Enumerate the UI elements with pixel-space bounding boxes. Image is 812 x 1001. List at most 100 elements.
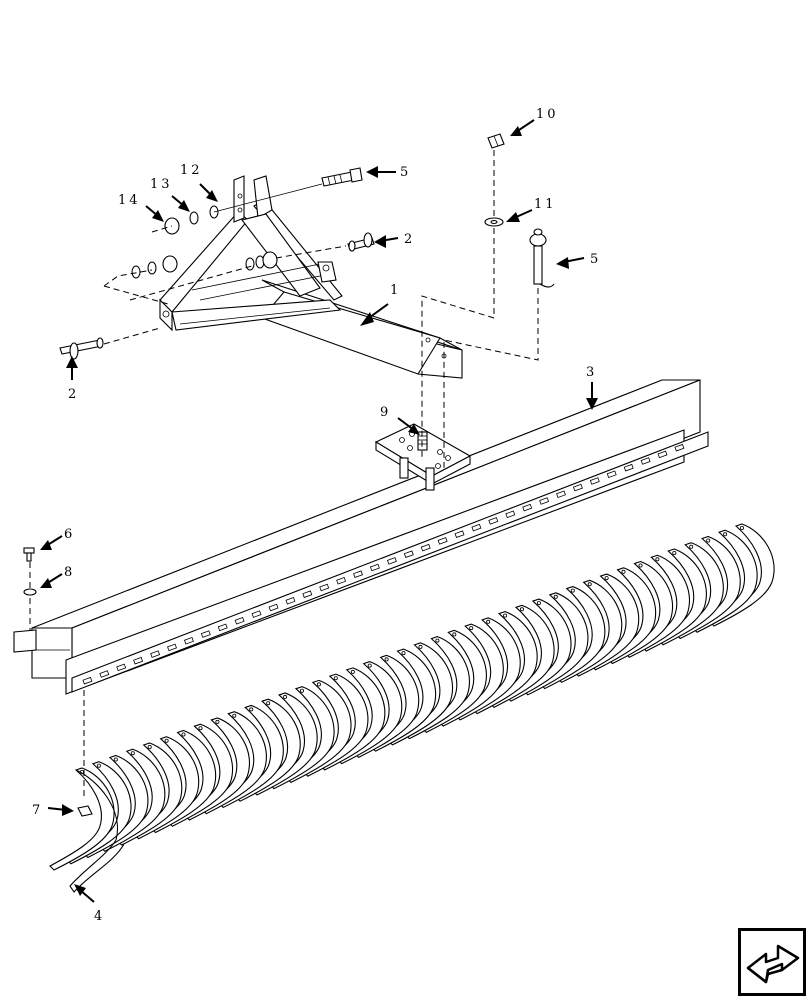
callout-1: 1 [390,283,401,298]
rake-tine [556,579,623,683]
tine-bolt-hole [452,632,457,637]
beam-slot [403,550,414,558]
rake-tine-end [69,769,125,893]
tine-bolt-hole [367,663,372,668]
beam-slot [606,470,617,479]
rake-tine [235,698,301,802]
rake-tine [387,642,453,746]
carriage-bolt [23,547,35,562]
rake-tine [302,673,369,777]
callout-10: 10 [536,107,559,122]
rake-tine [675,535,741,640]
rake-tine [184,717,250,821]
tine-bolt-hole [486,619,491,624]
tine-bolt-hole [604,576,609,581]
rake-tine [455,617,521,721]
beam-slot [336,577,347,585]
beam-slot [251,610,262,618]
tine-bolt-hole [350,669,355,674]
beam-slot [657,450,668,459]
rake-tine [522,592,589,696]
beam-slot [454,530,465,538]
tine-bolt-hole [232,713,237,718]
beam-slot [488,517,499,525]
tine-bolt-hole [520,607,525,612]
tine-bolt-hole [418,644,423,649]
beam-mounting-slots [82,443,685,685]
rake-tine [370,648,437,752]
callout-labels: 1 2 2 3 4 5 5 6 7 8 9 10 11 12 13 14 [32,107,598,924]
rake-tines-assembly [49,523,775,893]
rake-tine [404,636,470,740]
callout-2-right: 2 [404,232,415,247]
beam-slot [369,563,380,572]
tine-bolt-hole [638,563,643,568]
rake-tine [353,654,420,759]
rake-tine [709,523,775,627]
beam-slot [183,637,194,645]
callout-5-top: 5 [400,165,411,180]
callout-13: 13 [150,177,173,192]
beam-slot [82,676,93,685]
lock-washer [23,588,37,596]
a-frame-drawbar [159,175,463,379]
beam-slot [572,483,583,492]
tine-bolt-hole [723,532,728,537]
beam-slot [319,583,330,592]
tine-bolt-hole [164,738,169,743]
callout-14: 14 [118,193,141,208]
hex-nut-lower [77,805,93,817]
beam-slot [471,523,482,532]
beam-slot [505,510,516,519]
beam-slot [623,463,634,472]
rake-tine [573,573,640,677]
rake-toolbar-beam [13,379,709,695]
tine-bolt-hole [401,651,406,656]
beam-slot [522,503,533,512]
callout-arrows [40,119,598,903]
rake-tine [286,679,352,784]
rake-tine [150,729,217,834]
rake-tine [116,742,183,846]
beam-slot [150,650,161,658]
top-nut [487,133,505,149]
beam-slot [539,497,550,505]
tine-bolt-hole [469,626,474,631]
tine-bolt-hole [689,544,694,549]
beam-slot [133,656,144,665]
callout-4: 4 [94,909,105,924]
next-page-arrow-icon[interactable] [738,928,806,996]
beam-slot [640,457,651,465]
beam-slot [589,477,600,485]
rake-tine [66,761,132,865]
tine-bolt-hole [655,557,660,562]
rake-tine [692,529,758,633]
rake-tine [539,585,606,690]
rake-tine [336,661,403,765]
callout-3: 3 [586,365,597,380]
tine-bolt-hole [215,719,220,724]
clevis-pin [529,228,555,288]
beam-slot [353,570,363,578]
rake-tine [658,542,724,646]
tine-bolt-hole [570,588,575,593]
tine-bolt-hole [266,701,271,706]
beam-slot [99,670,110,678]
rake-tine [624,554,690,658]
tine-bolt-hole [283,694,288,699]
rake-tine [269,686,335,790]
beam-slot [285,597,296,605]
beam-slot [167,643,177,652]
rake-tine [218,704,284,809]
beam-slot [386,557,397,565]
tine-bolt-hole [113,757,118,762]
callout-7: 7 [32,803,43,818]
tine-bolt-hole [706,538,711,543]
callout-2-left: 2 [68,387,79,402]
beam-slot [420,543,431,552]
tine-bolt-hole [249,707,254,712]
tine-bolt-hole [672,551,677,556]
top-washer [484,217,504,227]
rake-tine [607,560,673,665]
